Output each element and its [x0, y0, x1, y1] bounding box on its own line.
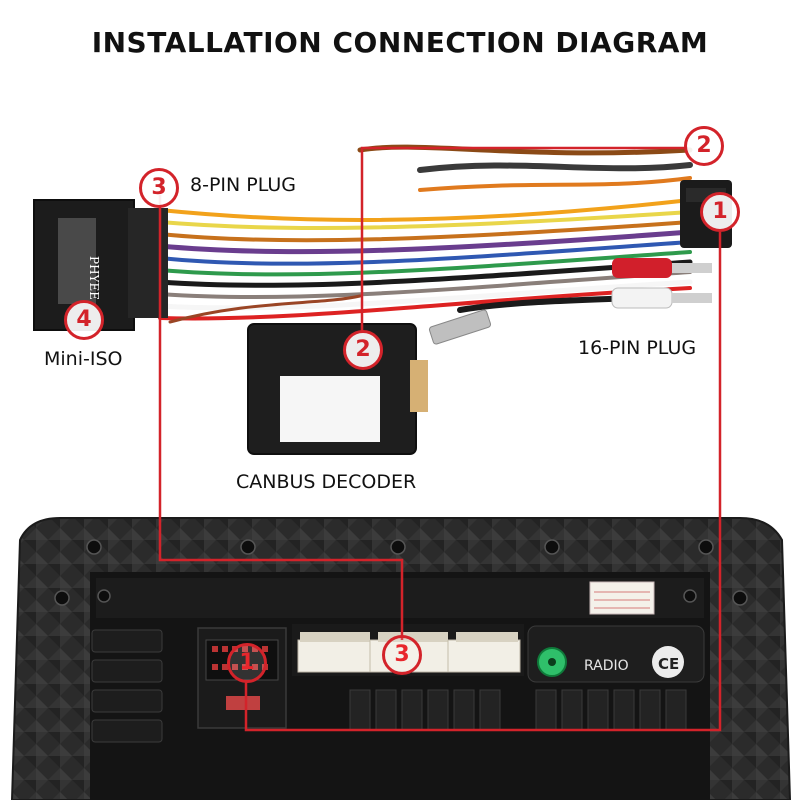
badge-radio-center: 3 — [382, 635, 422, 675]
page-title: INSTALLATION CONNECTION DIAGRAM — [91, 26, 709, 59]
brand-text: PHYEE — [87, 256, 101, 300]
badge-sixteen-pin-right: 1 — [700, 192, 740, 232]
badge-sixteen-pin-top: 2 — [684, 126, 724, 166]
badge-radio-left: 1 — [227, 643, 267, 683]
canbus-decoder-box — [247, 323, 428, 455]
badge-eight-pin: 3 — [139, 168, 179, 208]
connection-lines — [158, 146, 722, 732]
canbus-decoder-label: CANBUS DECODER — [236, 471, 417, 493]
sixteen-pin-label: 16-PIN PLUG — [578, 337, 697, 359]
screw-icons — [54, 539, 748, 606]
eight-pin-label: 8-PIN PLUG — [190, 174, 296, 196]
badge-mini-iso: 4 — [64, 300, 104, 340]
ce-mark-icon — [652, 646, 684, 678]
mini-iso-label: Mini-ISO — [44, 348, 123, 370]
badge-decoder: 2 — [343, 330, 383, 370]
radio-head-unit — [10, 517, 792, 800]
radio-text: RADIO — [584, 658, 629, 674]
ce-text: CE — [658, 655, 679, 673]
wire-harness — [157, 144, 712, 345]
